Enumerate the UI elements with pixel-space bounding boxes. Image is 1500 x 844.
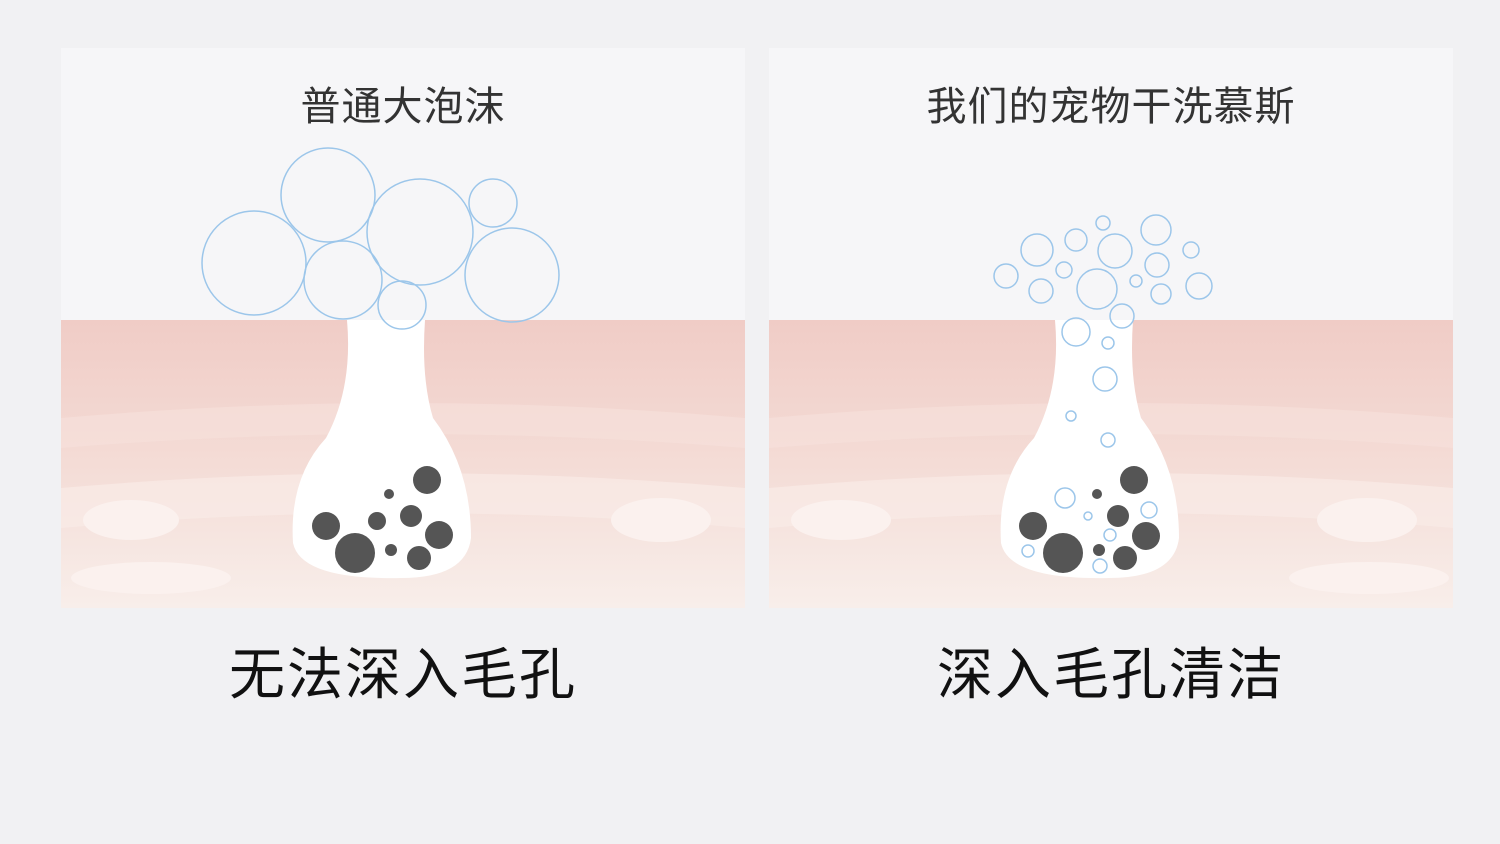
regular-foam-illustration	[61, 147, 745, 608]
dirt-particles	[1019, 466, 1160, 573]
pet-mousse-illustration	[769, 214, 1453, 608]
skin-cell	[1289, 562, 1449, 594]
pore	[1000, 320, 1179, 579]
fine-mousse-bubbles	[993, 214, 1213, 574]
dirt-particles	[312, 466, 453, 573]
panel-title: 我们的宠物干洗慕斯	[926, 84, 1296, 130]
regular-foam-caption: 无法深入毛孔	[229, 643, 577, 708]
skin-cell	[1317, 498, 1417, 542]
regular-foam-panel: 普通大泡沫	[61, 48, 745, 608]
pet-mousse-caption: 深入毛孔清洁	[937, 643, 1285, 708]
skin-cell	[791, 500, 891, 540]
skin-cell	[83, 500, 179, 540]
large-foam-bubbles	[201, 147, 560, 330]
pet-mousse-panel: 我们的宠物干洗慕斯	[769, 48, 1453, 608]
pore	[292, 320, 471, 579]
skin-cell	[611, 498, 711, 542]
skin-cell	[71, 562, 231, 594]
panel-title: 普通大泡沫	[300, 84, 506, 130]
